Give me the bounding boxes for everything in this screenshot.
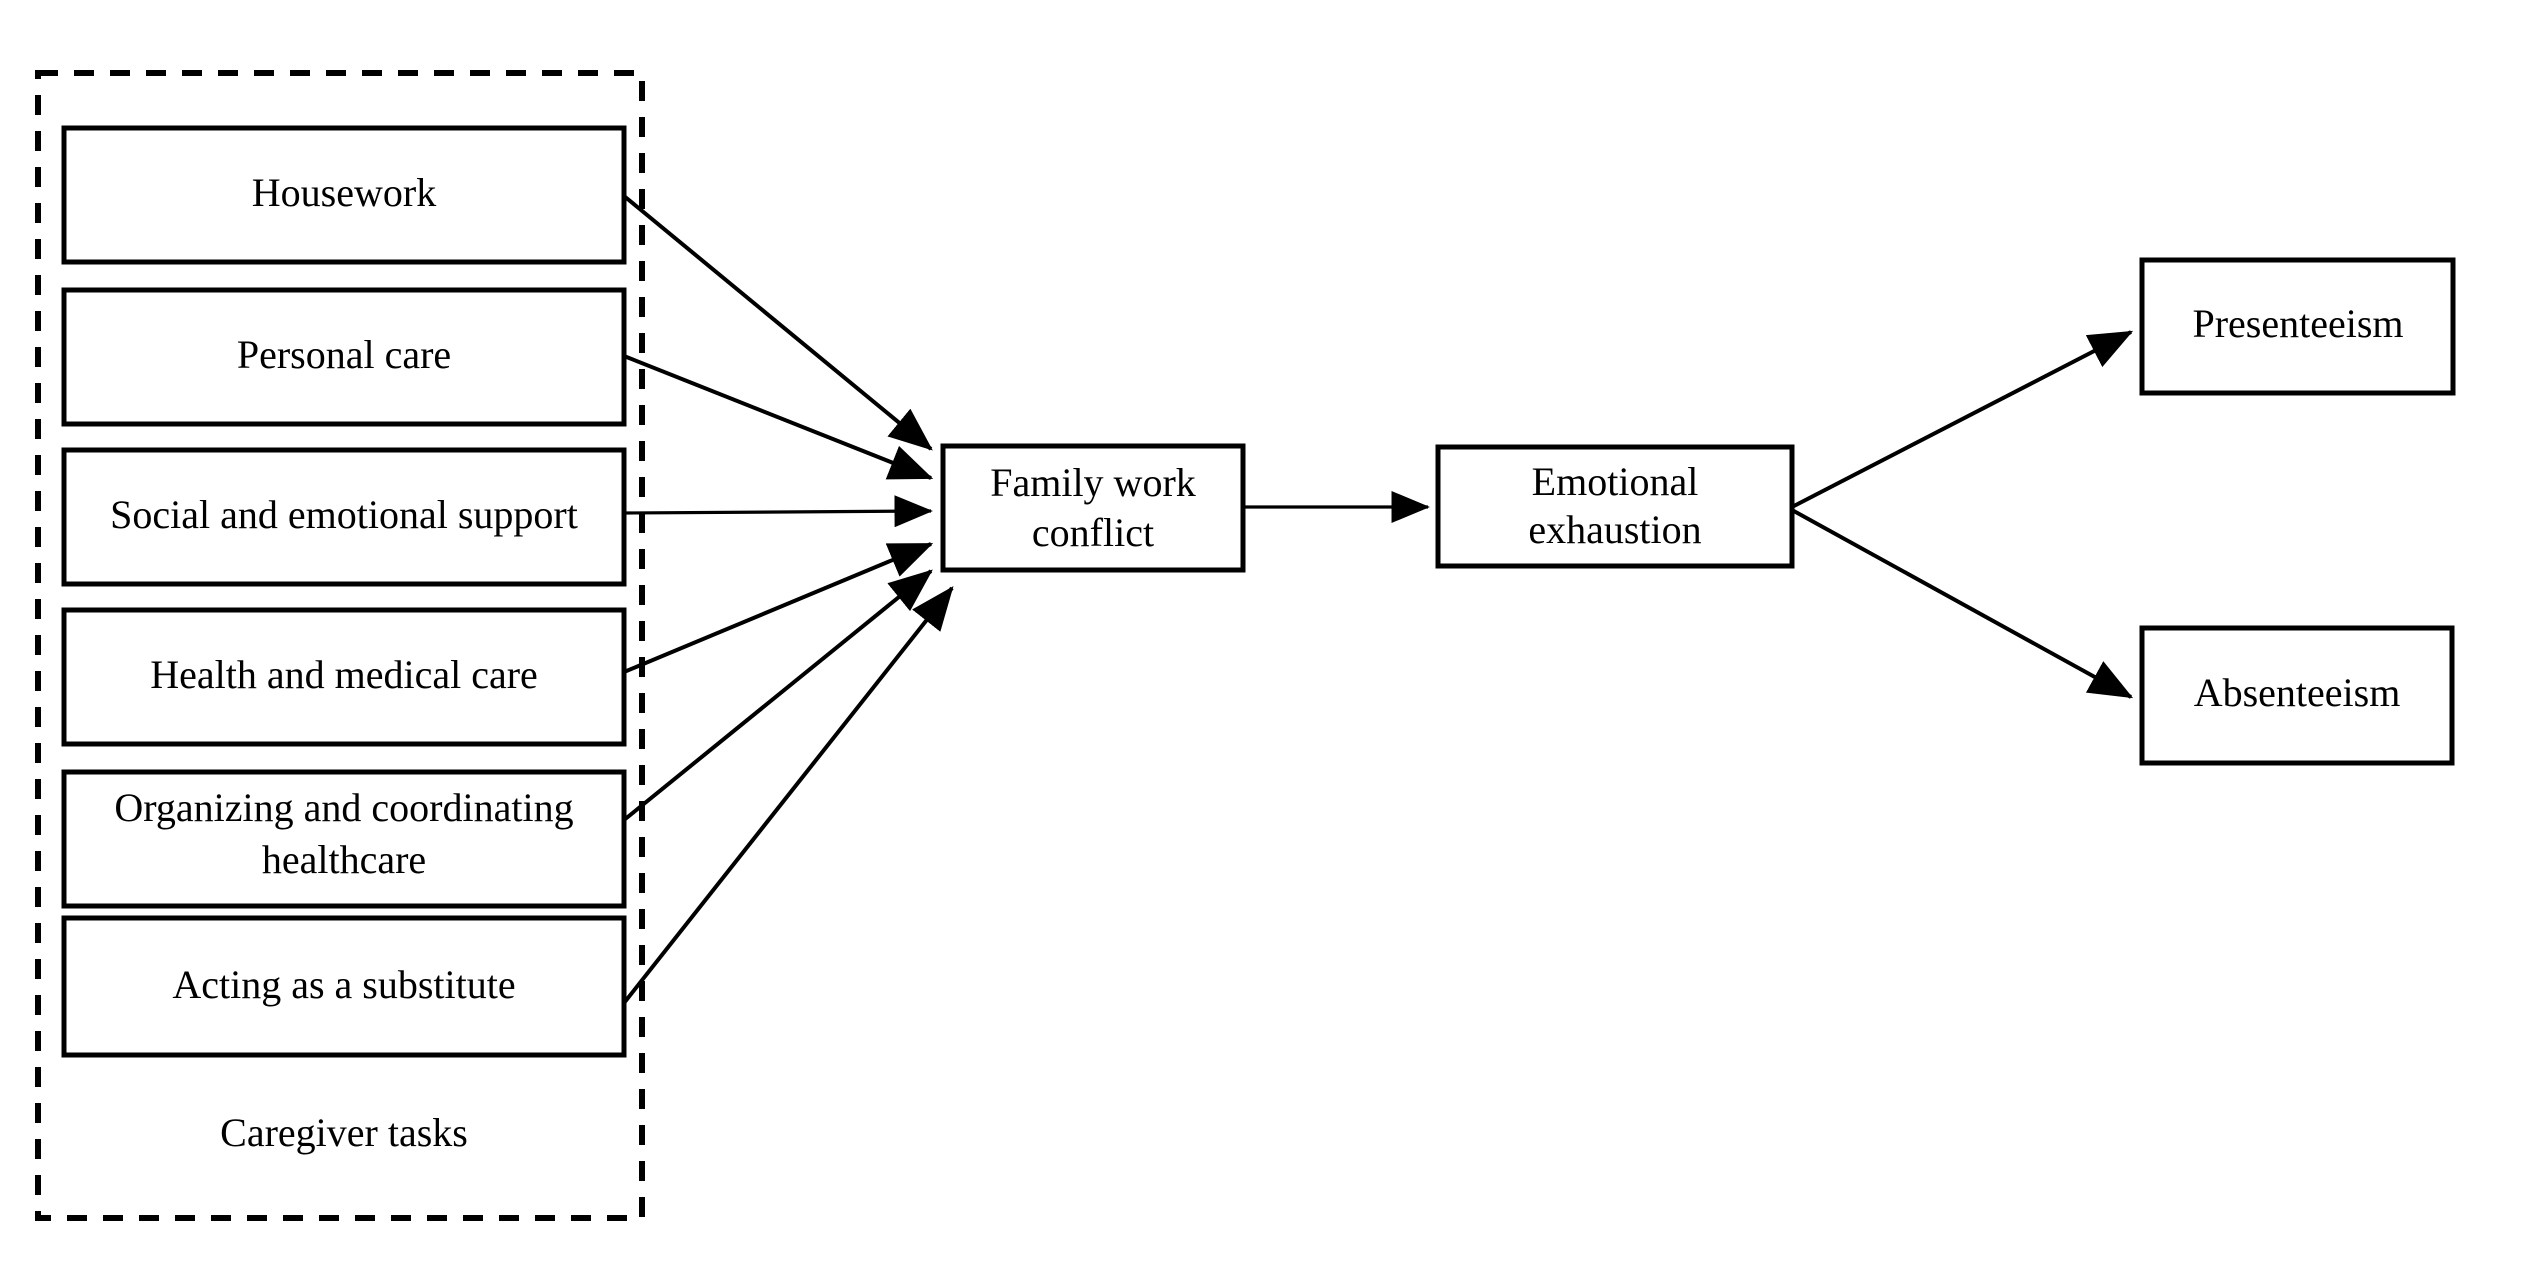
node-emotional-exhaustion-label-line1: Emotional: [1532, 459, 1699, 504]
task-box-housework-rect[interactable]: [61, 125, 627, 265]
edge-social-emotional-support-to-family-work-conflict: [623, 495, 933, 528]
task-box-organizing-coordinating-healthcare-label-line2: healthcare: [262, 837, 426, 882]
task-box-health-medical-care-label: Health and medical care: [150, 652, 538, 697]
node-family-work-conflict[interactable]: Family work conflict: [940, 443, 1246, 573]
edge-health-medical-care-to-family-work-conflict: [623, 542, 934, 674]
task-box-social-emotional-support-label: Social and emotional support: [110, 492, 578, 537]
task-box-health-medical-care[interactable]: Health and medical care: [61, 607, 627, 747]
task-box-acting-as-substitute-rect[interactable]: [61, 915, 627, 1058]
node-absenteeism-rect[interactable]: [2139, 625, 2455, 766]
edge-emotional-exhaustion-to-absenteeism: [1791, 508, 2134, 699]
node-family-work-conflict-rect[interactable]: [940, 443, 1246, 573]
caregiver-tasks-group-border: [35, 70, 645, 1221]
edge-housework-to-family-work-conflict: [622, 194, 933, 451]
task-box-social-emotional-support-rect[interactable]: [61, 447, 627, 587]
task-box-housework[interactable]: Housework: [61, 125, 627, 265]
node-emotional-exhaustion-rect[interactable]: [1435, 444, 1795, 569]
caregiver-tasks-group-label: Caregiver tasks: [220, 1110, 468, 1155]
node-presenteeism[interactable]: Presenteeism: [2139, 257, 2456, 396]
node-absenteeism-label: Absenteeism: [2194, 670, 2401, 715]
task-box-personal-care-label: Personal care: [237, 332, 451, 377]
node-emotional-exhaustion[interactable]: Emotional exhaustion: [1435, 444, 1795, 569]
task-box-organizing-coordinating-healthcare[interactable]: Organizing and coordinating healthcare: [61, 769, 627, 909]
task-box-personal-care-rect[interactable]: [61, 287, 627, 427]
task-box-housework-label: Housework: [252, 170, 436, 215]
task-box-health-medical-care-rect[interactable]: [61, 607, 627, 747]
node-absenteeism[interactable]: Absenteeism: [2139, 625, 2455, 766]
task-box-acting-as-substitute[interactable]: Acting as a substitute: [61, 915, 627, 1058]
edge-organizing-coordinating-healthcare-to-family-work-conflict: [622, 569, 933, 822]
node-family-work-conflict-label-line2: conflict: [1032, 510, 1154, 555]
task-box-personal-care[interactable]: Personal care: [61, 287, 627, 427]
edge-acting-as-substitute-to-family-work-conflict: [622, 586, 954, 1005]
edge-personal-care-to-family-work-conflict: [623, 354, 934, 480]
node-presenteeism-rect[interactable]: [2139, 257, 2456, 396]
task-box-organizing-coordinating-healthcare-rect[interactable]: [61, 769, 627, 909]
task-box-organizing-coordinating-healthcare-label-line1: Organizing and coordinating: [114, 785, 573, 830]
edge-emotional-exhaustion-to-presenteeism: [1791, 330, 2134, 509]
node-emotional-exhaustion-label-line2: exhaustion: [1528, 507, 1701, 552]
task-box-social-emotional-support[interactable]: Social and emotional support: [61, 447, 627, 587]
node-presenteeism-label: Presenteeism: [2192, 301, 2403, 346]
task-box-acting-as-substitute-label: Acting as a substitute: [172, 962, 515, 1007]
node-family-work-conflict-label-line1: Family work: [990, 460, 1196, 505]
